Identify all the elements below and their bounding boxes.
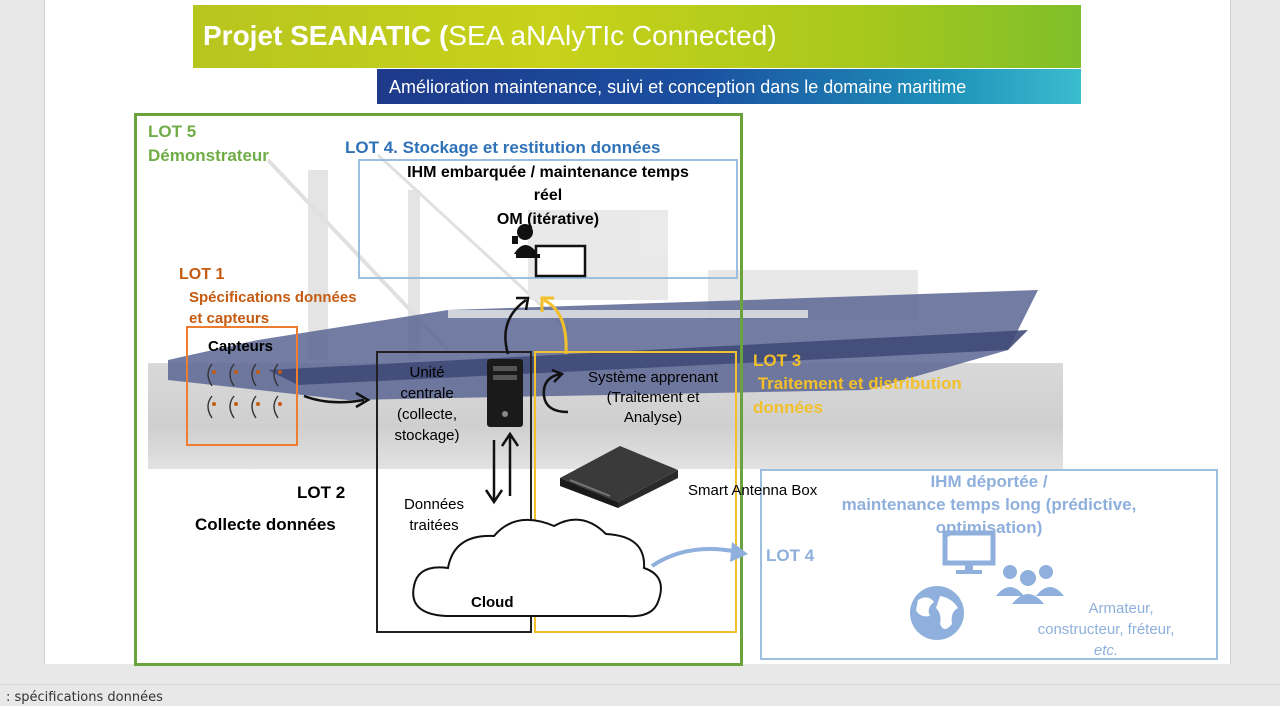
- ihm-embedded-line1: IHM embarquée / maintenance temps: [407, 164, 689, 181]
- status-bar-text: : spécifications données: [6, 690, 163, 705]
- smart-antenna-label: Smart Antenna Box: [688, 482, 818, 499]
- remote-ihm-line2: maintenance temps long (prédictive,: [841, 495, 1137, 514]
- lot3-sublabel1: Traitement et distribution: [753, 374, 962, 393]
- cloud-icon: [412, 518, 662, 618]
- lot3-frame: [534, 351, 737, 633]
- ihm-embedded-line3: OM (itérative): [496, 211, 600, 228]
- lot5-label: LOT 5: [148, 122, 197, 141]
- status-bar: [0, 684, 1280, 706]
- lot1-label: LOT 1: [179, 266, 225, 283]
- remote-ihm-line1: IHM déportée /: [930, 472, 1048, 491]
- lot4-top-frame: [358, 159, 738, 279]
- lot5-frame: [134, 113, 743, 666]
- server-tower-icon: [487, 359, 523, 427]
- lot3-sublabel2: données: [753, 398, 823, 417]
- sensors-to-unit-arrow: [303, 391, 371, 409]
- page-title: Projet SEANATIC (SEA aNAlyTIc Connected): [203, 20, 777, 51]
- lot1-sublabel2: et capteurs: [189, 310, 270, 327]
- subtitle-banner: [377, 69, 1081, 104]
- sensors-icon-grid: [207, 363, 282, 419]
- bidirectional-arrow: [484, 431, 520, 505]
- monitor-icon: [942, 530, 996, 574]
- globe-icon: [910, 586, 964, 640]
- ihm-embedded-line2: réel: [533, 187, 563, 204]
- lot3-label: LOT 3: [753, 351, 802, 370]
- cloud-label: Cloud: [471, 594, 514, 611]
- lot2-frame: [376, 351, 532, 633]
- lot4-bottom-frame: [760, 469, 1218, 660]
- smart-antenna-box-icon: [560, 446, 678, 508]
- users-group-icon: [996, 565, 1064, 604]
- sensors-label: Capteurs: [208, 338, 274, 355]
- learning-loop-arrow: [542, 368, 569, 414]
- lot2-sublabel: Collecte données: [195, 515, 336, 534]
- unit-to-ihm-arrows: [504, 296, 568, 355]
- page-subtitle: Amélioration maintenance, suivi et conce…: [389, 77, 967, 97]
- stakeholders-label: Armateur, constructeur, fréteur, etc.: [1037, 600, 1175, 659]
- lot5-sublabel: Démonstrateur: [148, 146, 269, 165]
- lot2-label: LOT 2: [297, 483, 346, 502]
- lot4-heading: LOT 4. Stockage et restitution données: [345, 138, 661, 157]
- lot1-sublabel1: Spécifications données: [189, 289, 357, 306]
- lot1-sensors-frame: [186, 326, 298, 446]
- cloud-to-remote-arrow: [650, 542, 748, 568]
- lot4-bottom-label: LOT 4: [766, 546, 815, 565]
- operator-laptop-icon: [512, 224, 587, 278]
- title-banner: [193, 5, 1081, 68]
